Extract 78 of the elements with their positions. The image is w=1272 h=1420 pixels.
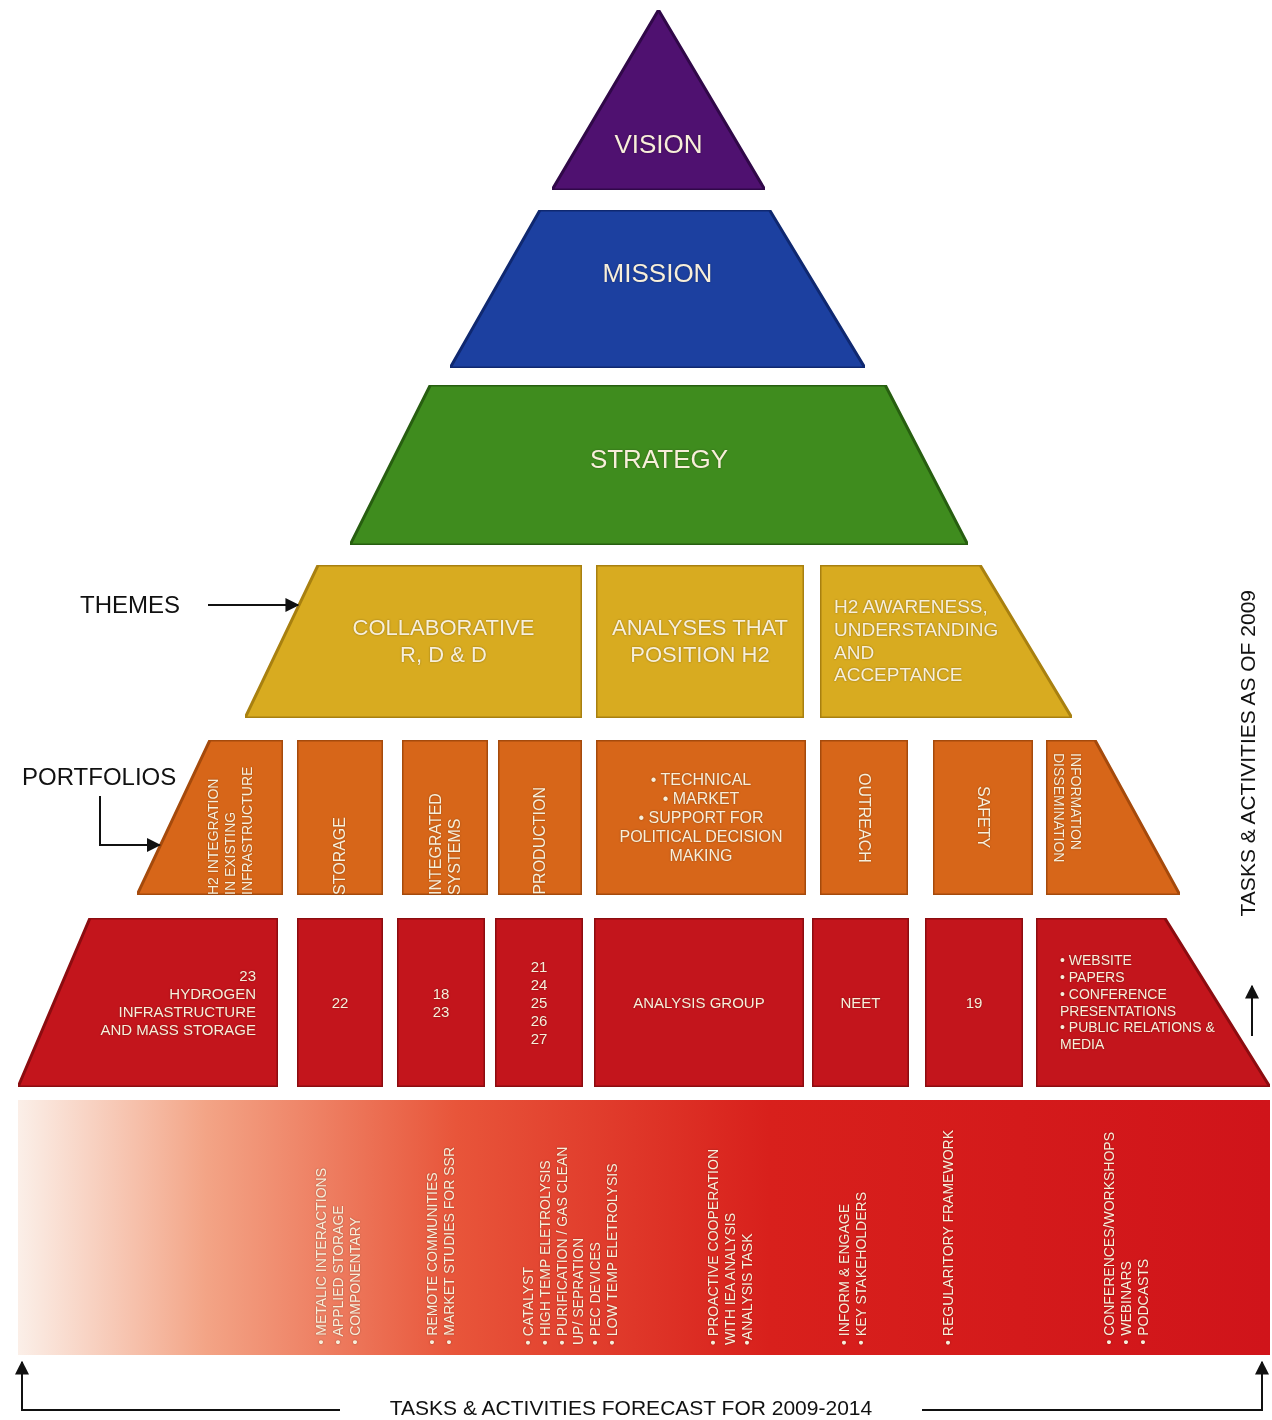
row-label: THEMES	[80, 590, 180, 620]
tier-text: • METALIC INTERACTIONS	[312, 1168, 330, 1345]
tier-text: 23	[238, 966, 256, 985]
tier-text: 24	[530, 975, 548, 994]
portfolio-block	[820, 740, 908, 895]
tier-text: HYDROGEN INFRASTRUCTURE AND MASS STORAGE	[99, 984, 256, 1039]
tier-text: NEET	[840, 993, 881, 1012]
pyramid-tier	[350, 385, 968, 545]
tier-text: VISION	[614, 129, 703, 161]
tier-text: • MARKET	[661, 788, 741, 808]
portfolio-block	[1046, 740, 1180, 895]
task-block	[925, 918, 1023, 1087]
tier-text: OUTREACH	[854, 772, 874, 863]
arrow	[207, 598, 300, 612]
tier-text: • CONFERENCES/WORKSHOPS	[1100, 1132, 1118, 1345]
tier-text: • INFORM & ENGAGE	[836, 1202, 853, 1345]
forecast-band	[18, 1100, 1270, 1355]
tier-text: • WEBSITE	[1060, 952, 1133, 969]
tier-text: 22	[331, 993, 349, 1012]
tier-text: STORAGE	[330, 817, 350, 895]
portfolio-block	[402, 740, 488, 895]
tier-text: SAFETY	[973, 786, 993, 849]
task-block	[397, 918, 485, 1087]
tier-text: • PROACTIVE COOPERATION WITH IEA ANALYSIS	[704, 1148, 739, 1345]
tier-text: • KEY STAKEHOLDERS	[853, 1192, 870, 1345]
tier-text: H2 AWARENESS, UNDERSTANDING AND ACCEPTANCE	[834, 595, 1000, 688]
tier-text: ANALYSES THAT POSITION H2	[610, 615, 790, 668]
portfolio-block	[297, 740, 383, 895]
tier-text: • CATALYST	[519, 1265, 537, 1345]
tier-text: 25	[530, 993, 548, 1012]
tier-text: • PODCASTS	[1134, 1258, 1152, 1345]
task-block	[297, 918, 383, 1087]
tier-text: • COMPONENTARY	[346, 1216, 364, 1345]
tier-text: • MARKET STUDIES FOR SSR	[441, 1147, 458, 1345]
tier-text: 21	[530, 957, 548, 976]
tier-text: ANALYSIS GROUP	[633, 993, 765, 1012]
tier-text: • PURIFICATION / GAS CLEAN UP/ SEPRATION	[553, 1145, 587, 1345]
tier-text: 18	[432, 984, 450, 1003]
task-block	[812, 918, 909, 1087]
tier-text: INFORMATION DISSEMINATION	[1050, 752, 1084, 864]
portfolio-block	[933, 740, 1033, 895]
tier-text: COLLABORATIVE R, D & D	[351, 615, 536, 668]
tier-text: 23	[432, 1002, 450, 1021]
task-block	[18, 918, 278, 1087]
tier-text: • LOW TEMP ELETROLYSIS	[603, 1162, 621, 1345]
tier-text: • PUBLIC RELATIONS & MEDIA	[1060, 1019, 1216, 1053]
task-block	[1036, 918, 1270, 1087]
tier-text: MISSION	[602, 258, 713, 290]
tier-text: 26	[530, 1011, 548, 1030]
pyramid-tier	[450, 210, 865, 368]
tier-text: INTEGRATED SYSTEMS	[425, 792, 464, 895]
tier-text: • WEBINARS	[1117, 1260, 1135, 1345]
tier-text: • CONFERENCE PRESENTATIONS	[1060, 985, 1178, 1020]
pyramid-apex	[552, 10, 765, 190]
row-label: PORTFOLIOS	[22, 762, 177, 792]
tier-text: • REMOTE COMMUNITIES	[424, 1171, 441, 1345]
axis-caption: TASKS & ACTIVITIES AS OF 2009	[1236, 590, 1260, 917]
tier-text: • HIGH TEMP ELETROLYSIS	[536, 1159, 554, 1345]
tier-text: • TECHNICAL	[649, 769, 753, 789]
tier-text: • SUPPORT FOR POLITICAL DECISION MAKING	[618, 807, 784, 866]
tier-text: STRATEGY	[589, 444, 729, 476]
theme-block	[596, 565, 804, 718]
tier-text: • REGULARITORY FRAMEWORK	[939, 1130, 957, 1345]
tier-text: • PEC DEVICES	[586, 1241, 604, 1345]
task-block	[495, 918, 583, 1087]
portfolio-block	[596, 740, 806, 895]
tier-text: PRODUCTION	[530, 787, 550, 895]
tier-text: • APPLIED STORAGE	[329, 1204, 347, 1345]
theme-block	[245, 565, 582, 718]
task-block	[594, 918, 804, 1087]
tier-text: 19	[965, 993, 983, 1012]
tier-text: 27	[530, 1029, 548, 1048]
axis-caption: TASKS & ACTIVITIES FORECAST FOR 2009-2014	[388, 1396, 874, 1420]
tier-text: • PAPERS	[1060, 968, 1126, 986]
theme-block	[820, 565, 1072, 718]
tier-text: •ANALYSIS TASK	[738, 1232, 756, 1345]
portfolio-block	[498, 740, 582, 895]
arrow	[99, 795, 161, 852]
